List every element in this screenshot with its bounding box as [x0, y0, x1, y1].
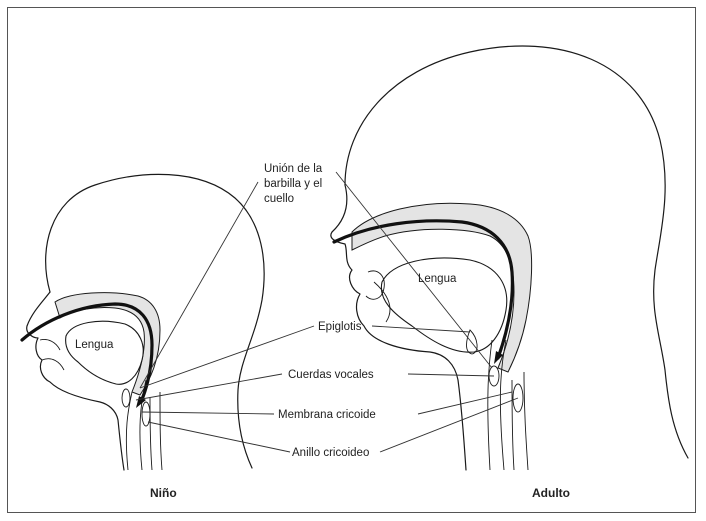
- anillo-cricoideo-label: Anillo cricoideo: [292, 447, 369, 459]
- membrana-leader-adult: [418, 392, 512, 414]
- cuerdas-leader-child: [136, 374, 282, 400]
- child-lips: [40, 339, 64, 370]
- anillo-leader-adult: [380, 398, 518, 452]
- child-caption: Niño: [150, 486, 177, 500]
- adult-caption: Adulto: [532, 486, 570, 500]
- child-vocal-fold: [122, 389, 130, 407]
- membrana-leader-child: [142, 412, 274, 414]
- adult-head-illustration: [331, 46, 688, 470]
- adult-trachea: [512, 372, 528, 470]
- child-tongue-label: Lengua: [75, 339, 114, 351]
- child-trachea: [150, 392, 162, 470]
- union-label-line1: Unión de la: [264, 163, 323, 175]
- cuerdas-leader-adult: [408, 374, 494, 376]
- anillo-leader-child: [148, 422, 290, 452]
- child-tongue: [66, 321, 144, 384]
- adult-tongue-label: Lengua: [418, 273, 457, 285]
- union-label-line3: cuello: [264, 193, 294, 205]
- cuerdas-vocales-label: Cuerdas vocales: [288, 369, 374, 381]
- child-head-illustration: [22, 174, 264, 470]
- membrana-cricoide-label: Membrana cricoide: [278, 409, 376, 421]
- epiglotis-label: Epiglotis: [318, 321, 362, 333]
- union-label-line2: barbilla y el: [264, 178, 322, 190]
- union-leader-child: [140, 182, 258, 388]
